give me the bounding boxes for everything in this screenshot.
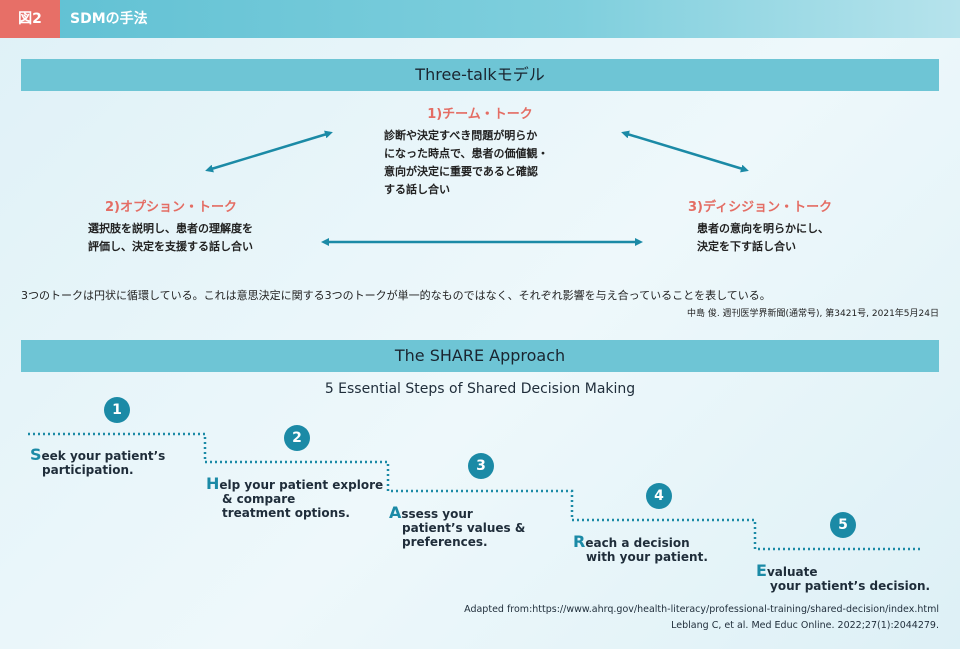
option-talk-desc: 選択肢を説明し、患者の理解度を 評価し、決定を支援する話し合い bbox=[88, 220, 328, 256]
three-talk-section-title: Three-talkモデル bbox=[21, 59, 939, 91]
step-3-text: Assess your patient’s values & preferenc… bbox=[389, 503, 526, 550]
figure-title: SDMの手法 bbox=[70, 11, 148, 27]
decision-talk-desc: 患者の意向を明らかにし、 決定を下す話し合い bbox=[697, 220, 917, 256]
team-talk-line: 意向が決定に重要であると確認 bbox=[384, 165, 538, 178]
decision-talk-title: 3)ディシジョン・トーク bbox=[688, 200, 833, 215]
step-2-badge: 2 bbox=[284, 425, 310, 451]
step-1-line1: eek your patient’s bbox=[41, 449, 166, 463]
step-2-line3: treatment options. bbox=[222, 506, 350, 520]
option-talk-line: 評価し、決定を支援する話し合い bbox=[88, 240, 253, 253]
step-5-initial: E bbox=[756, 561, 767, 580]
three-talk-citation: 中島 俊. 週刊医学界新聞(通常号), 第3421号, 2021年5月24日 bbox=[686, 309, 939, 319]
share-citation-line2: Leblang C, et al. Med Educ Online. 2022;… bbox=[671, 620, 939, 631]
step-4-text: Reach a decision with your patient. bbox=[573, 532, 708, 565]
step-1-initial: S bbox=[30, 445, 42, 464]
decision-talk-line: 決定を下す話し合い bbox=[697, 240, 796, 253]
option-talk-line: 選択肢を説明し、患者の理解度を bbox=[88, 222, 253, 235]
step-1-badge: 1 bbox=[104, 397, 130, 423]
step-5-line1: valuate bbox=[766, 565, 818, 579]
step-5-line2: your patient’s decision. bbox=[770, 579, 931, 593]
team-talk-title: 1)チーム・トーク bbox=[427, 107, 533, 122]
share-citation: Adapted from:https://www.ahrq.gov/health… bbox=[464, 602, 939, 634]
arrow-team-decision bbox=[621, 130, 749, 173]
step-1-line2: participation. bbox=[42, 463, 134, 477]
step-3-line2: patient’s values & bbox=[402, 521, 526, 535]
team-talk-line: 診断や決定すべき問題が明らか bbox=[384, 129, 538, 142]
decision-talk-line: 患者の意向を明らかにし、 bbox=[697, 222, 829, 235]
figure-tag: 図2 bbox=[0, 0, 60, 38]
step-3-initial: A bbox=[389, 503, 402, 522]
team-talk-desc: 診断や決定すべき問題が明らか になった時点で、患者の価値観・ 意向が決定に重要で… bbox=[384, 127, 614, 199]
step-2-line2: & compare bbox=[222, 492, 296, 506]
team-talk-line: になった時点で、患者の価値観・ bbox=[384, 147, 549, 160]
arrow-team-option bbox=[205, 130, 333, 173]
step-4-badge: 4 bbox=[646, 483, 672, 509]
step-2-initial: H bbox=[206, 474, 220, 493]
step-4-initial: R bbox=[573, 532, 586, 551]
share-subtitle: 5 Essential Steps of Shared Decision Mak… bbox=[324, 381, 636, 397]
step-3-badge: 3 bbox=[468, 453, 494, 479]
cycle-note: 3つのトークは円状に循環している。これは意思決定に関する3つのトークが単一的なも… bbox=[21, 289, 771, 302]
step-2-line1: elp your patient explore bbox=[219, 478, 384, 492]
share-section-title: The SHARE Approach bbox=[21, 340, 939, 372]
share-citation-line1: Adapted from:https://www.ahrq.gov/health… bbox=[464, 604, 939, 615]
step-5-badge: 5 bbox=[830, 512, 856, 538]
step-4-line1: each a decision bbox=[585, 536, 690, 550]
step-2-text: Help your patient explore & compare trea… bbox=[206, 474, 384, 521]
step-4-line2: with your patient. bbox=[586, 550, 708, 564]
step-3-line1: ssess your bbox=[401, 507, 473, 521]
share-staircase bbox=[28, 432, 922, 551]
step-1-text: Seek your patient’s participation. bbox=[30, 445, 166, 478]
header-bar bbox=[0, 0, 960, 38]
step-5-text: Evaluate your patient’s decision. bbox=[756, 561, 931, 594]
step-3-line3: preferences. bbox=[402, 535, 488, 549]
team-talk-line: する話し合い bbox=[384, 183, 450, 196]
option-talk-title: 2)オプション・トーク bbox=[105, 200, 237, 215]
